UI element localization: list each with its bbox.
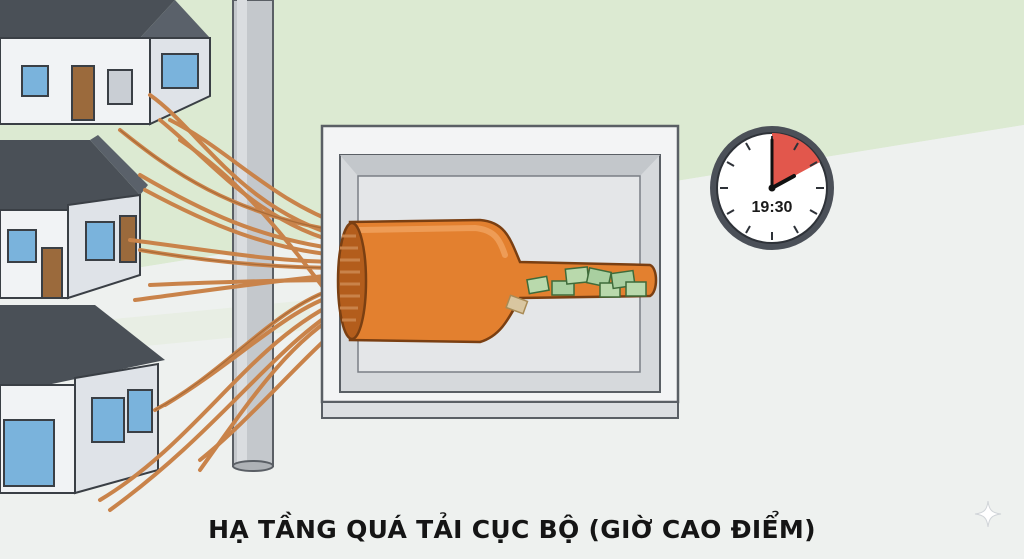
clock-time-label: 19:30 [751, 199, 793, 216]
clock-icon [710, 126, 834, 250]
house-icon [0, 305, 165, 495]
data-packet-icon [505, 266, 647, 315]
page-title: HẠ TẦNG QUÁ TẢI CỤC BỘ (GIỜ CAO ĐIỂM) [208, 515, 816, 544]
house-icon [0, 135, 148, 300]
house-icon [0, 0, 211, 126]
sparkle-icon [974, 500, 1002, 528]
bottleneck-funnel-icon [336, 218, 658, 344]
